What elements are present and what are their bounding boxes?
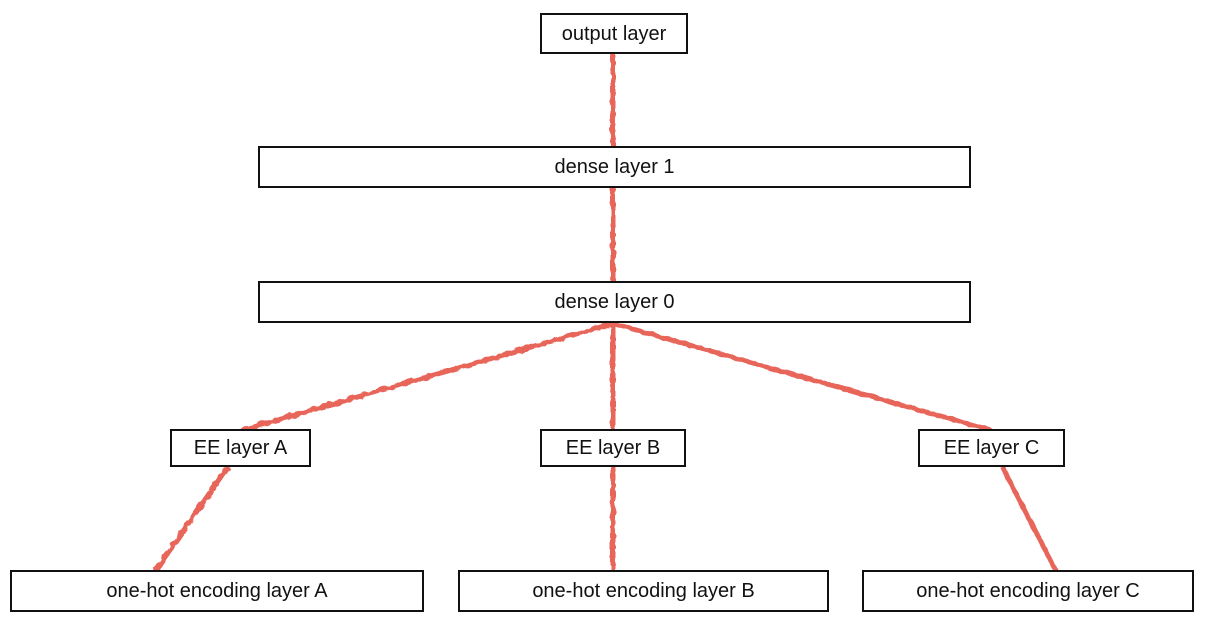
node-one-hot-encoding-layer-a: one-hot encoding layer A [10,570,424,612]
node-label: one-hot encoding layer B [532,580,755,602]
node-ee-layer-b: EE layer B [540,429,686,467]
node-dense-layer-0: dense layer 0 [258,281,971,323]
node-label: dense layer 1 [554,156,675,178]
node-label: EE layer A [193,437,288,459]
node-label: EE layer B [565,437,661,459]
node-ee-layer-a: EE layer A [170,429,311,467]
node-dense-layer-1: dense layer 1 [258,146,971,188]
node-label: one-hot encoding layer C [916,580,1140,602]
edge-dense0-eeC [612,321,993,433]
node-label: EE layer C [943,437,1040,459]
edge-dense0-eeA [240,321,614,433]
node-one-hot-encoding-layer-c: one-hot encoding layer C [862,570,1194,612]
node-output-layer: output layer [540,13,688,54]
node-one-hot-encoding-layer-b: one-hot encoding layer B [458,570,829,612]
node-ee-layer-c: EE layer C [918,429,1065,467]
edge-eeA-onehotA [153,465,230,573]
edge-eeC-onehotC [1000,465,1059,574]
node-label: dense layer 0 [554,291,675,313]
node-label: output layer [561,22,667,45]
node-label: one-hot encoding layer A [106,580,328,602]
